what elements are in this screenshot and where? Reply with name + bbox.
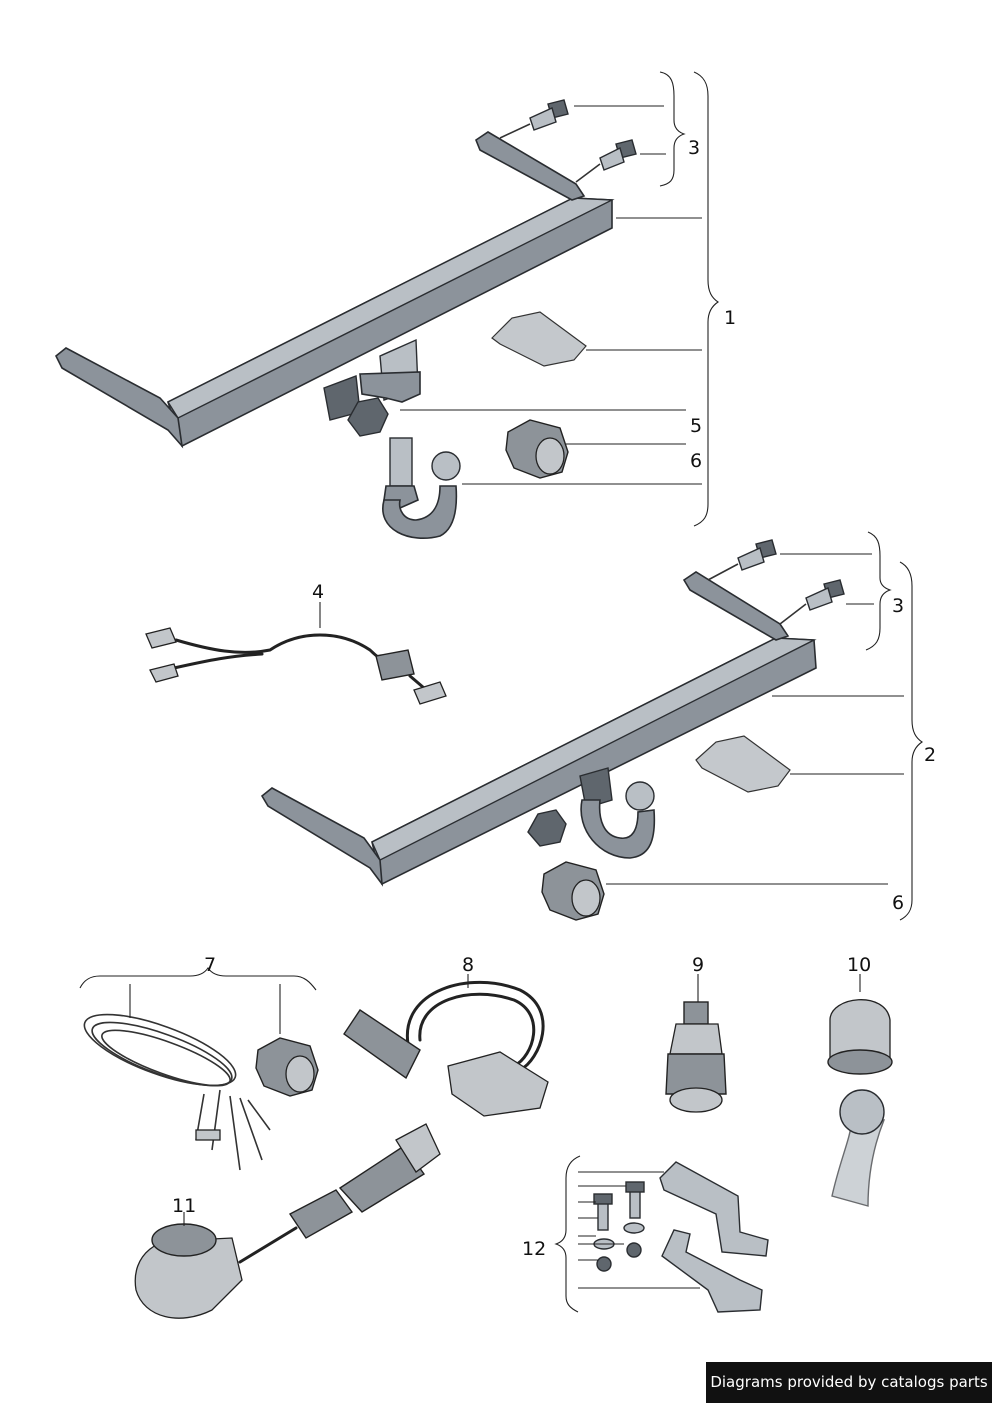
tow-ball-cap (827, 999, 893, 1207)
credit-banner: Diagrams provided by catalogs parts (706, 1362, 992, 1403)
electrical-socket-upper (505, 419, 569, 479)
tow-bar-detachable (54, 131, 615, 449)
callout-6-lower: 6 (892, 892, 904, 914)
callout-12: 12 (522, 1238, 546, 1260)
socket-plate-lower (527, 809, 567, 847)
wiring-harness-adapter (145, 627, 447, 705)
callout-10: 10 (847, 954, 871, 976)
callout-7: 7 (204, 954, 216, 976)
callout-8: 8 (462, 954, 474, 976)
adapter-lead (134, 1123, 441, 1319)
callout-4: 4 (312, 581, 324, 603)
grouping-braces (79, 71, 923, 1313)
leader-lines (129, 105, 904, 1289)
callout-6-upper: 6 (690, 450, 702, 472)
bolt-pair-lower (707, 539, 845, 625)
callout-1: 1 (724, 307, 736, 329)
ball-arm-detachable (382, 437, 461, 540)
wiring-loom (83, 1013, 271, 1171)
callout-labels: 1 2 3 3 4 5 6 6 7 8 9 10 11 12 (172, 137, 936, 1260)
bolt-pair-upper (499, 99, 637, 183)
bracket-kit (593, 1161, 769, 1313)
adapter-cable (343, 981, 549, 1117)
electrical-socket-kit (255, 1037, 319, 1097)
callout-3-lower: 3 (892, 595, 904, 617)
electrical-socket-lower (541, 861, 605, 921)
sealant-packet-upper (491, 311, 587, 367)
callout-2: 2 (924, 744, 936, 766)
sealant-packet-lower (695, 735, 791, 793)
callout-11: 11 (172, 1195, 196, 1217)
callout-3-upper: 3 (688, 137, 700, 159)
tow-bar-fixed (260, 571, 817, 887)
trailer-plug (665, 1001, 727, 1113)
callout-5: 5 (690, 415, 702, 437)
socket-plate (347, 397, 389, 437)
callout-9: 9 (692, 954, 704, 976)
